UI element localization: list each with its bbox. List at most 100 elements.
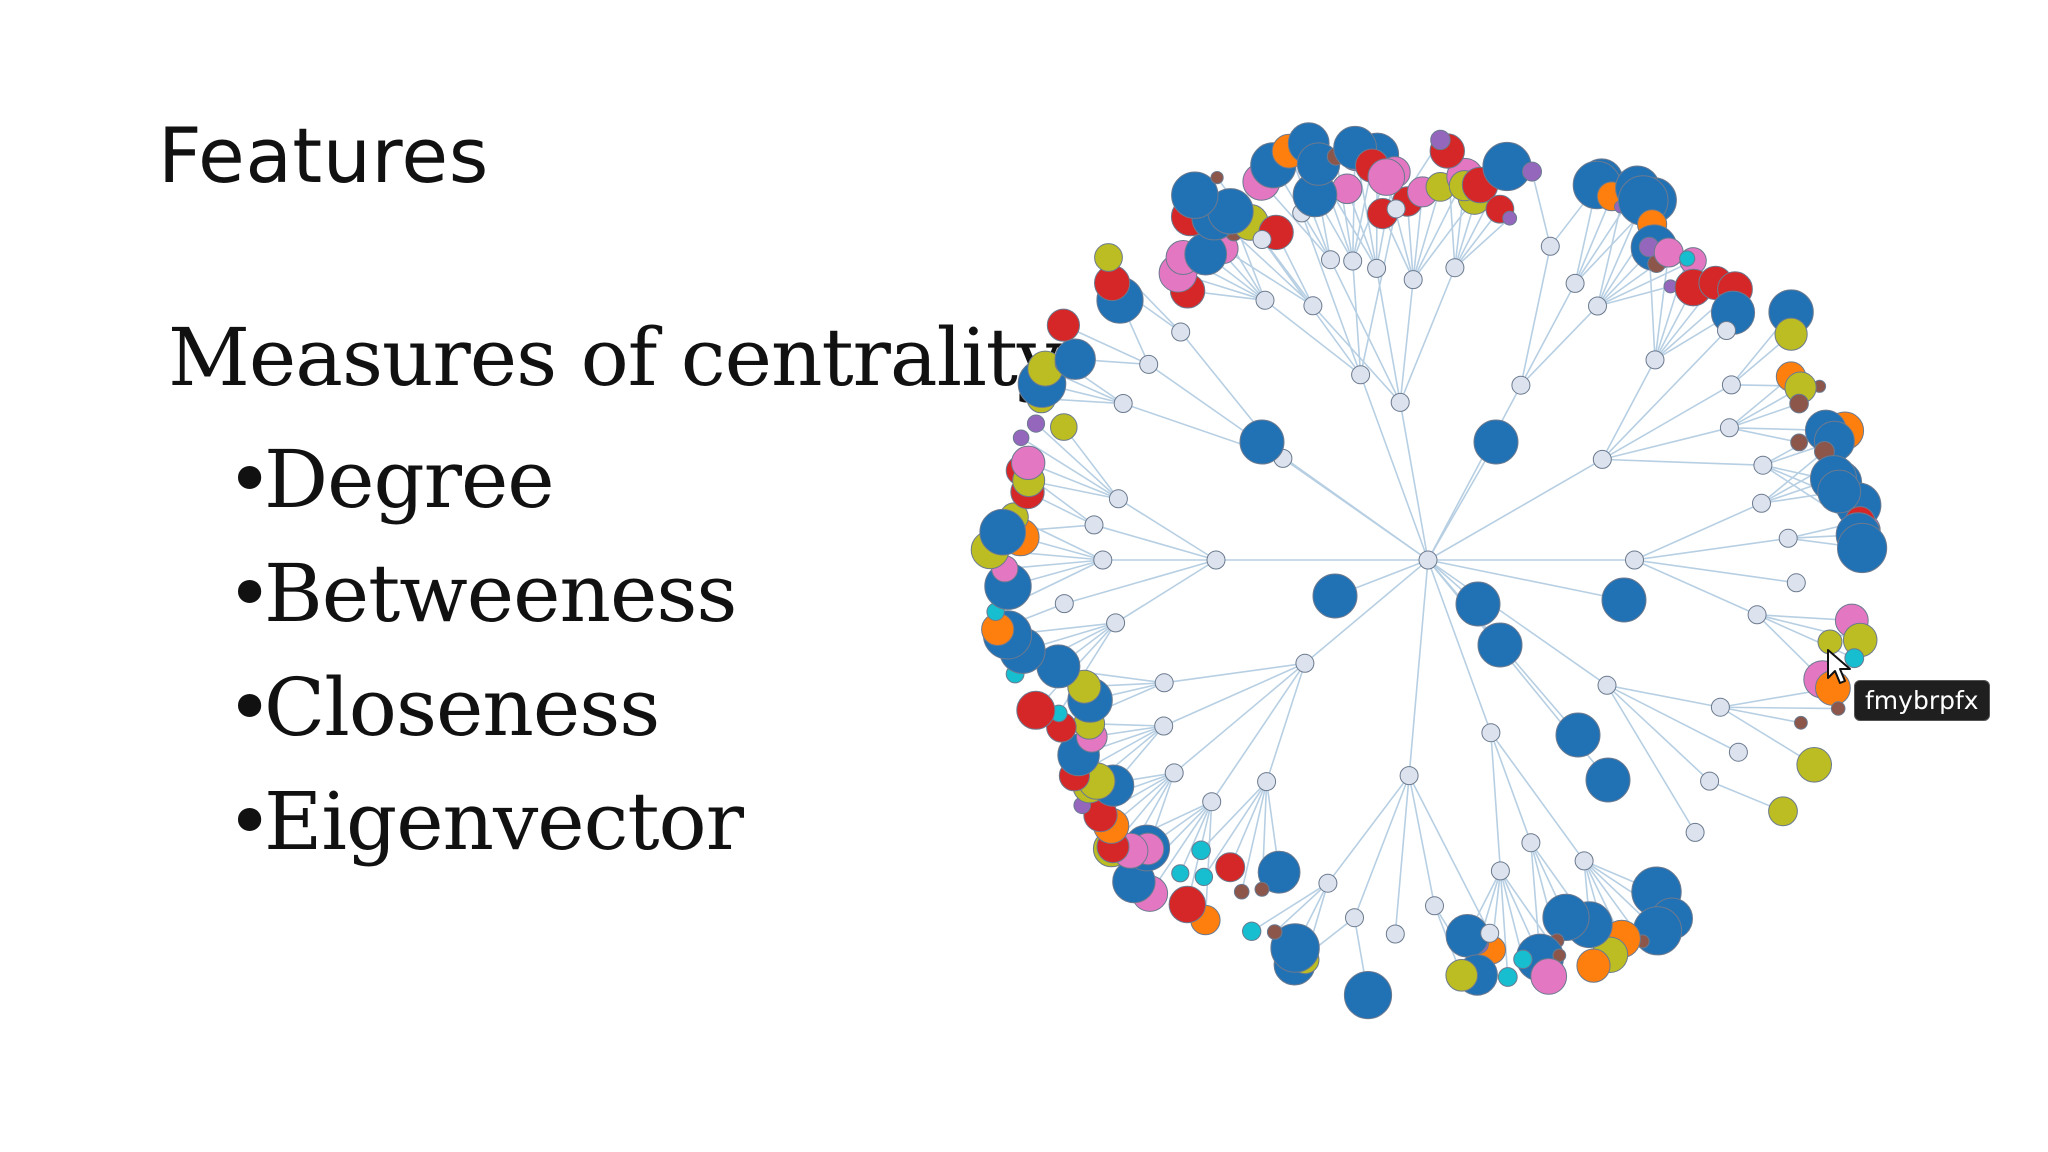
branch-node[interactable] — [1521, 833, 1541, 853]
branch-node[interactable] — [1710, 697, 1730, 717]
branch-node[interactable] — [1171, 322, 1191, 342]
branch-node[interactable] — [1511, 375, 1531, 395]
branch-node[interactable] — [1054, 594, 1074, 614]
branch-node[interactable] — [1574, 851, 1594, 871]
branch-node[interactable] — [1481, 723, 1501, 743]
branch-node[interactable] — [1255, 290, 1275, 310]
branch-node[interactable] — [1164, 763, 1184, 783]
branch-node[interactable] — [1597, 675, 1617, 695]
branch-node[interactable] — [1747, 605, 1767, 625]
branch-node[interactable] — [1257, 772, 1277, 792]
hub-node[interactable] — [1418, 550, 1438, 570]
leaf-node[interactable] — [1050, 413, 1078, 441]
branch-node[interactable] — [1318, 873, 1338, 893]
leaf-node[interactable] — [1210, 171, 1224, 185]
branch-node[interactable] — [1139, 354, 1159, 374]
branch-node[interactable] — [1093, 550, 1113, 570]
leaf-node[interactable] — [1502, 210, 1518, 226]
leaf-node[interactable] — [1430, 129, 1451, 151]
branch-node[interactable] — [1719, 418, 1739, 438]
branch-node[interactable] — [1480, 923, 1500, 943]
branch-node[interactable] — [1390, 392, 1410, 412]
branch-node[interactable] — [1084, 515, 1104, 535]
leaf-node[interactable] — [1830, 701, 1846, 716]
branch-node[interactable] — [1445, 258, 1465, 278]
branch-node[interactable] — [1565, 273, 1585, 293]
leaf-node[interactable] — [1542, 893, 1590, 942]
leaf-node[interactable] — [1679, 250, 1696, 267]
branch-node[interactable] — [1752, 493, 1771, 513]
leaf-node[interactable] — [1530, 958, 1568, 995]
leaf-node[interactable] — [1233, 883, 1250, 900]
leaf-node[interactable] — [1789, 393, 1809, 414]
leaf-node[interactable] — [1794, 715, 1808, 730]
leaf-node[interactable] — [1168, 885, 1207, 924]
leaf-node[interactable] — [1094, 243, 1123, 272]
leaf-node[interactable] — [1844, 648, 1865, 669]
branch-node[interactable] — [1385, 924, 1405, 944]
leaf-node[interactable] — [1171, 171, 1219, 219]
branch-node[interactable] — [1625, 550, 1644, 570]
leaf-node[interactable] — [1010, 445, 1046, 480]
leaf-node[interactable] — [1270, 923, 1320, 973]
branch-node[interactable] — [1154, 716, 1174, 736]
branch-node[interactable] — [1403, 270, 1423, 290]
leaf-node[interactable] — [1012, 429, 1030, 447]
branch-node[interactable] — [1592, 449, 1612, 469]
leaf-node[interactable] — [1768, 796, 1798, 827]
leaf-node[interactable] — [1790, 433, 1808, 452]
branch-node[interactable] — [1345, 908, 1364, 928]
leaf-node[interactable] — [1555, 712, 1601, 758]
leaf-node[interactable] — [1497, 967, 1518, 987]
leaf-node[interactable] — [979, 508, 1027, 556]
branch-node[interactable] — [1685, 822, 1705, 842]
leaf-node[interactable] — [1343, 971, 1393, 1020]
leaf-node[interactable] — [1513, 949, 1533, 969]
leaf-node[interactable] — [1215, 852, 1246, 883]
branch-node[interactable] — [1206, 550, 1226, 570]
branch-node[interactable] — [1321, 250, 1340, 270]
branch-node[interactable] — [1721, 375, 1741, 395]
leaf-node[interactable] — [1796, 747, 1832, 783]
branch-node[interactable] — [1490, 861, 1510, 881]
branch-node[interactable] — [1645, 350, 1665, 370]
leaf-node[interactable] — [1016, 690, 1056, 730]
branch-node[interactable] — [1108, 489, 1128, 509]
branch-node[interactable] — [1303, 296, 1323, 316]
leaf-node[interactable] — [1171, 864, 1190, 883]
leaf-node[interactable] — [1312, 573, 1358, 619]
leaf-node[interactable] — [1191, 840, 1211, 861]
branch-node[interactable] — [1786, 573, 1806, 593]
branch-node[interactable] — [1588, 296, 1607, 316]
branch-node[interactable] — [1753, 455, 1773, 475]
leaf-node[interactable] — [1522, 161, 1542, 182]
leaf-node[interactable] — [1257, 850, 1301, 894]
branch-node[interactable] — [1351, 365, 1371, 385]
branch-node[interactable] — [1367, 258, 1387, 278]
leaf-node[interactable] — [1473, 419, 1519, 465]
leaf-node[interactable] — [1367, 158, 1406, 196]
branch-node[interactable] — [1700, 771, 1720, 791]
leaf-node[interactable] — [1576, 948, 1611, 983]
branch-node[interactable] — [1343, 251, 1363, 271]
leaf-node[interactable] — [1837, 522, 1888, 574]
leaf-node[interactable] — [1601, 577, 1647, 623]
branch-node[interactable] — [1425, 896, 1444, 916]
branch-node[interactable] — [1386, 199, 1406, 219]
branch-node[interactable] — [1778, 528, 1798, 548]
branch-node[interactable] — [1252, 230, 1272, 249]
leaf-node[interactable] — [1046, 308, 1081, 342]
branch-node[interactable] — [1717, 321, 1736, 340]
leaf-node[interactable] — [1455, 581, 1501, 627]
leaf-node[interactable] — [1817, 469, 1862, 514]
leaf-node[interactable] — [1194, 867, 1214, 887]
branch-node[interactable] — [1154, 673, 1174, 693]
branch-node[interactable] — [1399, 766, 1419, 786]
leaf-node[interactable] — [1774, 317, 1808, 351]
leaf-node[interactable] — [1054, 338, 1096, 380]
leaf-node[interactable] — [1242, 921, 1262, 941]
branch-node[interactable] — [1295, 653, 1315, 673]
leaf-node[interactable] — [1477, 622, 1523, 668]
leaf-node[interactable] — [1653, 237, 1684, 268]
